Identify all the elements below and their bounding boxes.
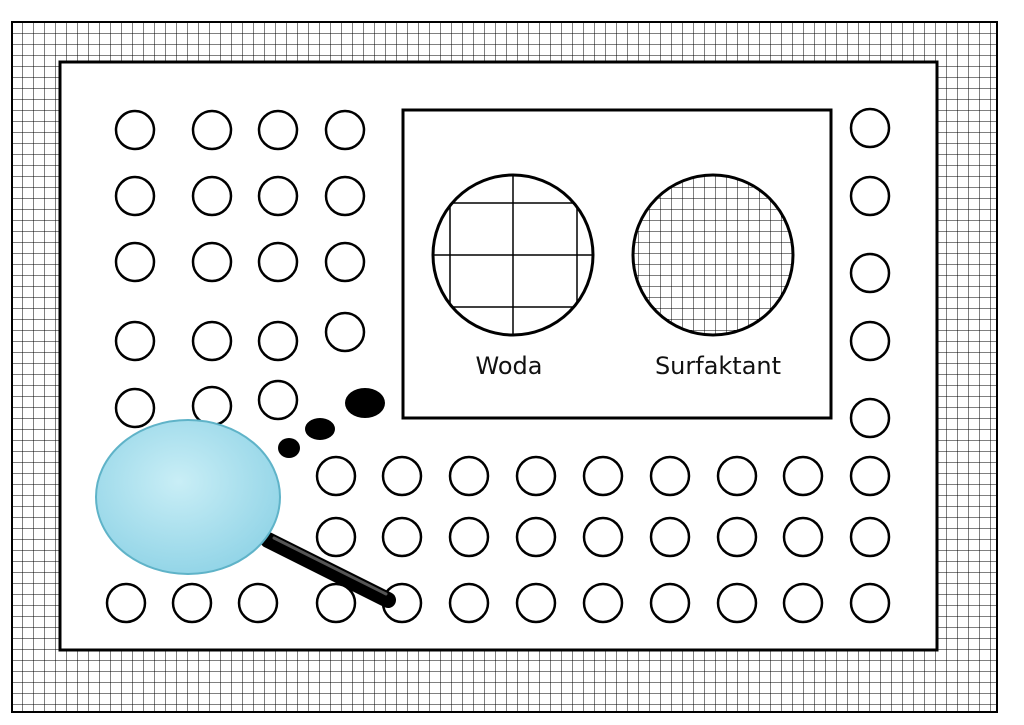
bubble-circle [849,320,891,362]
bubble-circle [114,109,156,151]
bubble-circle [191,385,233,427]
bubble-circle [257,320,299,362]
bubble-circle [114,387,156,429]
bubble-circle [849,582,891,624]
bubble-circle [849,397,891,439]
surfactant-label: Surfaktant [655,352,781,380]
bubble-circle [257,379,299,421]
bubble-circle [105,582,147,624]
bubble-circle [257,175,299,217]
legend-box: Woda Surfaktant [401,108,833,420]
droplet-group [278,388,385,458]
bubble-circle [649,582,691,624]
bubble-circle [582,516,624,558]
bubble-circle [191,109,233,151]
bubble-circle [515,455,557,497]
bubble-circle [649,455,691,497]
bubble-circle [171,582,213,624]
bubble-circle [315,455,357,497]
droplet-icon [305,418,335,440]
bubble-circle [716,516,758,558]
bubble-circle [515,582,557,624]
bubble-circle [849,107,891,149]
bubble-circle [849,455,891,497]
bubble-circle [582,582,624,624]
bubble-circle [582,455,624,497]
bubble-circle [191,241,233,283]
water-label: Woda [476,352,543,380]
bubble-circle [237,582,279,624]
bubble-circle [716,455,758,497]
bubble-field [105,107,891,624]
bubble-circle [114,320,156,362]
bubble-circle [191,320,233,362]
bubble-circle [257,241,299,283]
bubble-circle [191,175,233,217]
droplet-icon [345,388,385,418]
bubble-circle [782,582,824,624]
bubble-circle [849,252,891,294]
bubble-circle [381,516,423,558]
bubble-circle [448,455,490,497]
bubble-circle [716,582,758,624]
bubble-circle [315,516,357,558]
bubble-circle [324,109,366,151]
bubble-circle [649,516,691,558]
bubble-circle [114,175,156,217]
bubble-circle [782,516,824,558]
bubble-circle [849,516,891,558]
bubble-circle [448,582,490,624]
bubble-circle [324,241,366,283]
bubble-circle [315,582,357,624]
bubble-circle [448,516,490,558]
bubble-circle [515,516,557,558]
magnifier-lens [95,419,281,575]
bubble-circle [381,455,423,497]
magnifying-glass-icon [95,419,396,608]
bubble-circle [782,455,824,497]
bubble-circle [257,109,299,151]
droplet-icon [278,438,300,458]
bubble-circle [849,175,891,217]
bubble-circle [324,175,366,217]
bubble-circle [324,311,366,353]
bubble-circle [114,241,156,283]
surfactant-grid-circle [631,173,795,337]
